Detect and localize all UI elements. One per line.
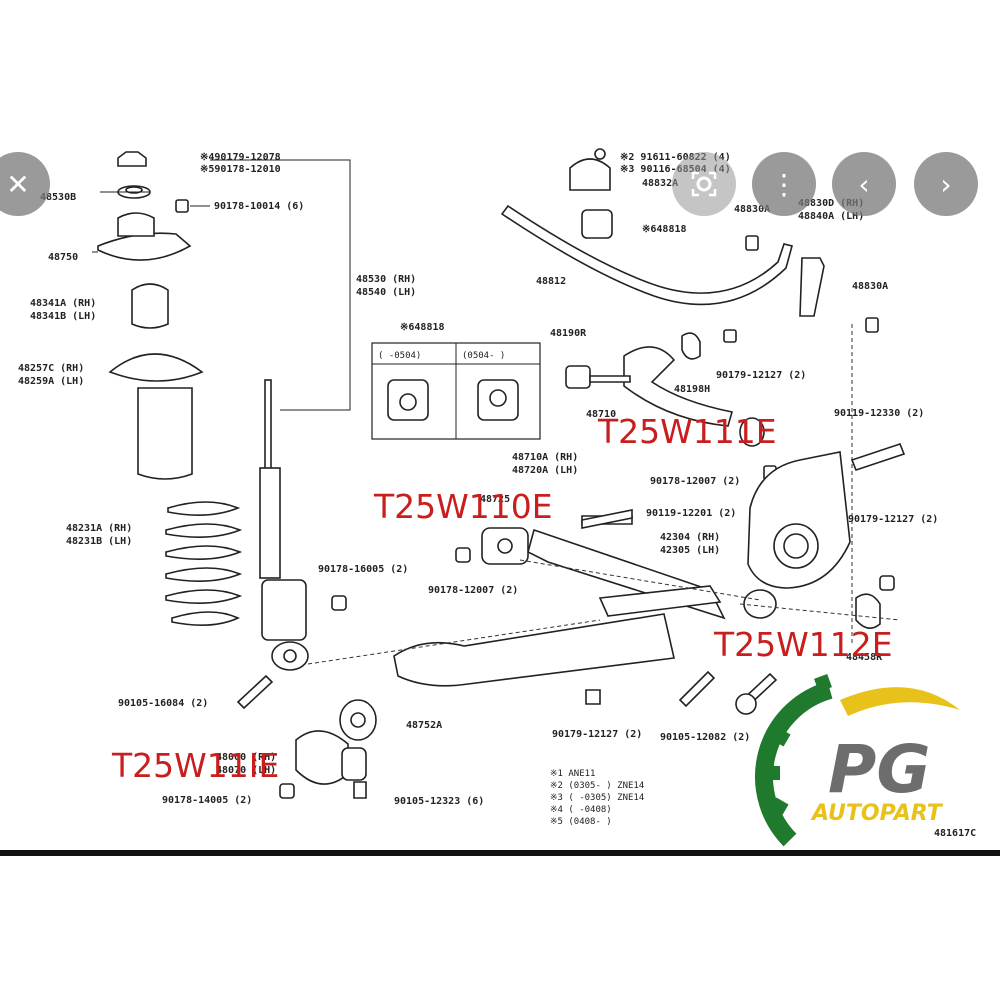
bushing-part bbox=[295, 730, 349, 785]
label-48720a: 48720A (LH) bbox=[512, 465, 578, 476]
part-number-labels: 48530B 48750 48341A (RH) 48341B (LH) 482… bbox=[18, 152, 938, 807]
code-t25w110e: T25W110E bbox=[373, 487, 553, 526]
note-3: ※3 ( -0305) ZNE14 bbox=[550, 793, 644, 803]
bottom-rule bbox=[0, 850, 1000, 856]
mount-part bbox=[97, 232, 192, 261]
label-48710a: 48710A (RH) bbox=[512, 452, 578, 463]
label-90178-12010: ※590178-12010 bbox=[200, 164, 281, 175]
label-90178-12007-b: 90178-12007 (2) bbox=[428, 585, 518, 596]
label-42305: 42305 (LH) bbox=[660, 545, 720, 556]
label-48818: ※648818 bbox=[642, 224, 687, 235]
label-48060: 48060 (RH) bbox=[216, 752, 276, 763]
upper-control-arm bbox=[565, 329, 765, 447]
label-90105-16084: 90105-16084 (2) bbox=[118, 698, 208, 709]
stabilizer-bar bbox=[500, 148, 879, 644]
close-icon: ✕ bbox=[6, 167, 30, 201]
label-90179-12127-b: 90179-12127 (2) bbox=[848, 514, 938, 525]
note-4: ※4 ( -0408) bbox=[550, 805, 612, 815]
label-48750: 48750 bbox=[48, 252, 78, 263]
label-48530rh: 48530 (RH) bbox=[356, 274, 416, 285]
label-48198h: 48198H bbox=[674, 384, 710, 395]
label-48818-box: ※648818 bbox=[400, 322, 445, 333]
label-box-left: ( -0504) bbox=[378, 351, 421, 361]
label-90179-12127-a: 90179-12127 (2) bbox=[716, 370, 806, 381]
label-90178-16005: 90178-16005 (2) bbox=[318, 564, 408, 575]
bushing-part bbox=[581, 209, 613, 239]
bolt-part bbox=[236, 674, 274, 710]
label-48725: 48725 bbox=[480, 494, 510, 505]
shock-absorber-part bbox=[259, 379, 309, 671]
stabilizer-link-part bbox=[799, 257, 825, 317]
boot-part bbox=[108, 353, 204, 382]
small-nut-part bbox=[175, 199, 189, 213]
label-90119-12330: 90119-12330 (2) bbox=[834, 408, 924, 419]
label-48231b: 48231B (LH) bbox=[66, 536, 132, 547]
label-48341a: 48341A (RH) bbox=[30, 298, 96, 309]
chevron-right-icon: › bbox=[940, 167, 952, 201]
chevron-left-icon: ‹ bbox=[858, 167, 870, 201]
rear-knuckle bbox=[581, 443, 906, 629]
label-48710: 48710 bbox=[586, 409, 616, 420]
label-48540lh: 48540 (LH) bbox=[356, 287, 416, 298]
gear-icon bbox=[755, 674, 833, 847]
label-48231a: 48231A (RH) bbox=[66, 523, 132, 534]
label-48070: 48070 (LH) bbox=[216, 765, 276, 776]
code-t25w11ie: T25W11IE bbox=[111, 746, 279, 785]
label-48257c: 48257C (RH) bbox=[18, 363, 84, 374]
logo-name: AUTOPART bbox=[810, 801, 944, 826]
label-48190r: 48190R bbox=[550, 328, 587, 339]
lower-control-arms bbox=[279, 465, 778, 799]
strut-assembly bbox=[92, 151, 351, 710]
close-button[interactable]: ✕ bbox=[0, 152, 50, 216]
label-48530b: 48530B bbox=[40, 192, 76, 203]
applicability-notes: ※1 ANE11 ※2 (0305- ) ZNE14 ※3 ( -0305) Z… bbox=[550, 769, 976, 839]
swoosh-icon bbox=[840, 687, 960, 716]
overlay-part-codes: T25W111E T25W110E T25W112E T25W11IE bbox=[111, 412, 893, 785]
label-48341b: 48341B (LH) bbox=[30, 311, 96, 322]
label-90105-12082: 90105-12082 (2) bbox=[660, 732, 750, 743]
label-90178-10014: 90178-10014 (6) bbox=[214, 201, 304, 212]
label-90178-12007-a: 90178-12007 (2) bbox=[650, 476, 740, 487]
label-48259a: 48259A (LH) bbox=[18, 376, 84, 387]
lens-icon bbox=[691, 171, 717, 197]
more-options-button[interactable]: ⋮ bbox=[752, 152, 816, 216]
pg-autopart-logo: PG AUTOPART bbox=[755, 674, 960, 847]
bumper-part bbox=[131, 283, 169, 329]
note-1: ※1 ANE11 bbox=[550, 769, 595, 779]
bushing-variant-box bbox=[371, 342, 541, 440]
label-90179-12127-c: 90179-12127 (2) bbox=[552, 729, 642, 740]
figure-number: 481617C bbox=[934, 828, 976, 839]
label-42304: 42304 (RH) bbox=[660, 532, 720, 543]
nut-part bbox=[117, 151, 147, 167]
label-48458r: 48458R bbox=[846, 652, 883, 663]
next-button[interactable]: › bbox=[914, 152, 978, 216]
label-48840a: 48840A (LH) bbox=[798, 211, 864, 222]
label-90119-12201: 90119-12201 (2) bbox=[646, 508, 736, 519]
note-2: ※2 (0305- ) ZNE14 bbox=[550, 781, 644, 791]
label-48830d: 48830D (RH) bbox=[798, 198, 864, 209]
label-48830a-right: 48830A bbox=[852, 281, 888, 292]
note-5: ※5 (0408- ) bbox=[550, 817, 612, 827]
label-90105-12323: 90105-12323 (6) bbox=[394, 796, 484, 807]
label-91611: ※2 91611-60822 (4) bbox=[620, 152, 731, 163]
code-t25w111e: T25W111E bbox=[597, 412, 777, 451]
label-90178-14005: 90178-14005 (2) bbox=[162, 795, 252, 806]
label-48830a-top: 48830A bbox=[734, 204, 770, 215]
logo-initials: PG bbox=[828, 731, 931, 808]
label-48832a: 48832A bbox=[642, 178, 678, 189]
reference-lines bbox=[307, 559, 901, 665]
label-48752a: 48752A bbox=[406, 720, 442, 731]
label-48812: 48812 bbox=[536, 276, 566, 287]
label-90179-12078: ※490179-12078 bbox=[200, 152, 281, 163]
label-box-right: (0504- ) bbox=[462, 351, 505, 361]
code-t25w112e: T25W112E bbox=[713, 625, 893, 664]
coil-spring-part bbox=[165, 501, 243, 626]
more-vertical-icon: ⋮ bbox=[770, 167, 798, 201]
previous-button[interactable]: ‹ bbox=[832, 152, 896, 216]
lens-button[interactable] bbox=[672, 152, 736, 216]
bracket-part bbox=[569, 158, 611, 191]
